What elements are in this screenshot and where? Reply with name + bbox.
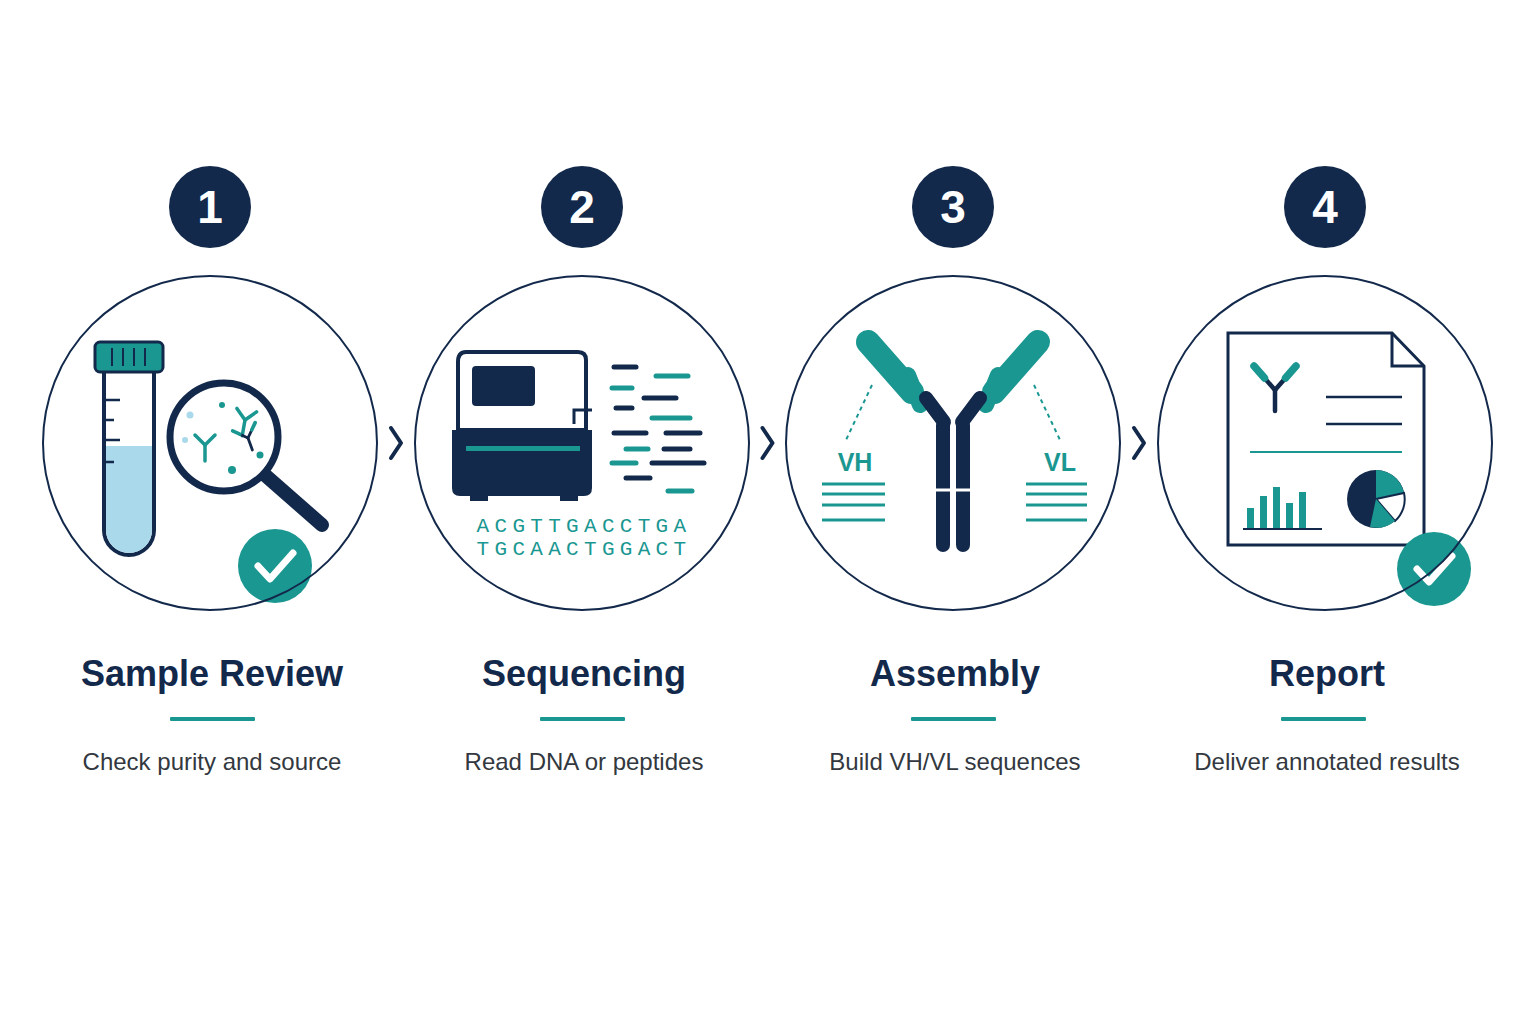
chain-label: VL xyxy=(1020,448,1100,476)
step-number: 1 xyxy=(169,166,251,248)
step-connector xyxy=(378,428,414,458)
sequencer-illustration xyxy=(452,352,704,501)
step-number: 2 xyxy=(541,166,623,248)
step-number-badge: 4 xyxy=(1284,166,1366,248)
chevron-arrowhead xyxy=(391,428,401,458)
chevron-arrowhead xyxy=(1134,428,1144,458)
step-title: Assembly xyxy=(727,652,1183,696)
chevron-arrowhead xyxy=(763,428,773,458)
step-circle: Sample ReviewCheck purity and source xyxy=(42,275,378,611)
step-number: 3 xyxy=(912,166,994,248)
step-description: Deliver annotated results xyxy=(1099,748,1536,776)
sample-illustration xyxy=(95,342,322,603)
step-number-badge: 1 xyxy=(169,166,251,248)
title-underlines xyxy=(170,717,1366,721)
connector-line xyxy=(750,442,785,444)
step-circle: ReportDeliver annotated results xyxy=(1157,275,1493,611)
step-connector xyxy=(750,428,785,458)
step-title: Report xyxy=(1099,652,1536,696)
antibody-illustration xyxy=(822,342,1087,545)
step-number: 4 xyxy=(1284,166,1366,248)
step-number-badge: 2 xyxy=(541,166,623,248)
step-description: Read DNA or peptides xyxy=(356,748,812,776)
connector-line xyxy=(1121,442,1157,444)
step-description: Build VH/VL sequences xyxy=(727,748,1183,776)
step-title: Sample Review xyxy=(0,652,440,696)
step-title: Sequencing xyxy=(356,652,812,696)
step-number-badge: 3 xyxy=(912,166,994,248)
step-circle: VHVLAssemblyBuild VH/VL sequences xyxy=(785,275,1121,611)
step-circle: ACGTTGACCTGATGCAACTGGACTSequencingRead D… xyxy=(414,275,750,611)
chain-label: VH xyxy=(815,448,895,476)
dna-sequence: ACGTTGACCTGA xyxy=(416,515,752,539)
dna-sequence: TGCAACTGGACT xyxy=(416,538,752,562)
step-description: Check purity and source xyxy=(0,748,440,776)
report-illustration xyxy=(1228,333,1471,606)
connector-line xyxy=(378,442,414,444)
step-connector xyxy=(1121,428,1157,458)
